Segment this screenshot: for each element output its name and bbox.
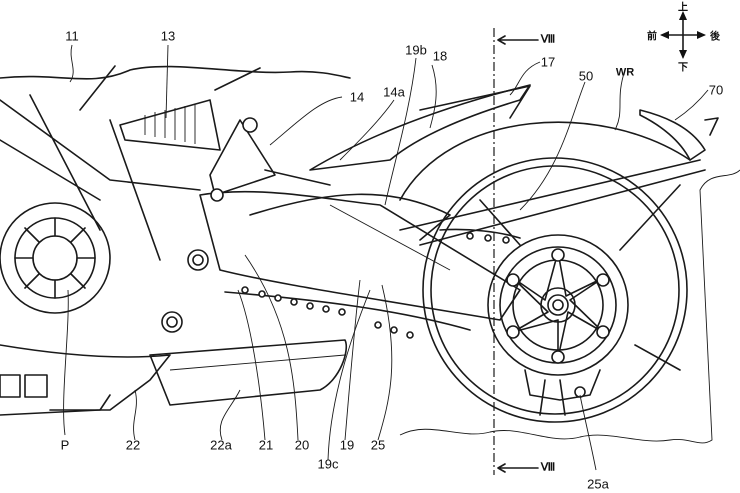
section-marker-top: Ⅷ <box>540 33 556 46</box>
ref-label-14: 14 <box>349 89 365 105</box>
swingarm-pivot <box>187 249 209 271</box>
leader-lines <box>63 44 709 471</box>
fuel-tank-outline <box>0 65 351 80</box>
lower-pivot-inner <box>166 316 178 328</box>
sprocket-outer <box>487 234 629 376</box>
ref-label-70: 70 <box>708 82 724 98</box>
swingarm-upper <box>249 193 451 241</box>
footpeg-rod <box>264 169 331 186</box>
axle <box>552 299 564 311</box>
exhaust-seam <box>169 354 346 371</box>
ref-label-22: 22 <box>125 437 141 453</box>
sprocket-star <box>512 251 604 359</box>
shock-spring <box>144 104 196 144</box>
ref-label-11: 11 <box>65 28 79 44</box>
bracket-bolt <box>210 188 224 202</box>
connector-block-2 <box>24 374 48 398</box>
sprocket-bolts <box>506 248 610 364</box>
ref-label-P: P <box>60 437 70 453</box>
lower-body <box>0 394 111 416</box>
rear-wheel-rim-outer <box>422 157 688 423</box>
ref-label-25a: 25a <box>587 476 609 492</box>
seat-cowl <box>309 84 531 171</box>
drive-chain-lower <box>439 228 521 239</box>
ref-label-18: 18 <box>432 48 448 64</box>
ref-label-19c: 19c <box>317 456 339 472</box>
engine-cover-inner <box>32 235 78 281</box>
tail-light-70 <box>639 109 706 161</box>
lower-pivot <box>161 311 183 333</box>
break-line <box>399 169 740 444</box>
caliper-bracket <box>524 369 601 401</box>
section-arrow-bottom <box>497 463 539 473</box>
tank-lower <box>79 65 261 111</box>
ref-label-19b: 19b <box>405 42 427 58</box>
hub-inner <box>547 294 569 316</box>
ref-label-21: 21 <box>258 437 274 453</box>
direction-up-label: 上 <box>678 2 688 14</box>
pivot-bolt <box>242 117 258 133</box>
connector-block-1 <box>0 374 21 398</box>
subframe <box>399 159 706 246</box>
direction-rear-label: 後 <box>710 31 720 43</box>
rear-fender <box>399 121 691 201</box>
section-marker-bottom: Ⅷ <box>540 461 556 474</box>
tail-tip <box>704 117 719 136</box>
ref-label-17: 17 <box>540 54 556 70</box>
tail-piece-17 <box>419 85 531 119</box>
main-frame <box>0 94 201 261</box>
swingarm-pivot-inner <box>192 254 204 266</box>
section-arrow-top <box>497 35 539 45</box>
ref-label-14a: 14a <box>383 84 405 100</box>
chain-links <box>241 232 510 339</box>
ref-label-22a: 22a <box>210 437 232 453</box>
swingarm-edge <box>329 204 451 271</box>
footpeg-bracket <box>209 119 276 196</box>
ref-label-WR: WR <box>615 66 635 79</box>
swingarm <box>199 190 521 321</box>
ref-label-25: 25 <box>370 437 386 453</box>
direction-indicator <box>660 11 706 59</box>
ref-label-50: 50 <box>578 68 594 84</box>
engine-cover-outer <box>0 202 111 314</box>
ref-label-19: 19 <box>339 437 355 453</box>
direction-front-label: 前 <box>647 31 657 43</box>
rear-wheel-rim-inner <box>430 165 680 415</box>
exhaust-muffler <box>149 339 347 406</box>
rear-shock-cover <box>119 99 221 151</box>
exhaust-header <box>0 344 171 411</box>
engine-cover-spokes <box>14 217 96 299</box>
ref-label-20: 20 <box>294 437 310 453</box>
direction-down-label: 下 <box>678 62 688 74</box>
ref-label-13: 13 <box>160 28 176 44</box>
